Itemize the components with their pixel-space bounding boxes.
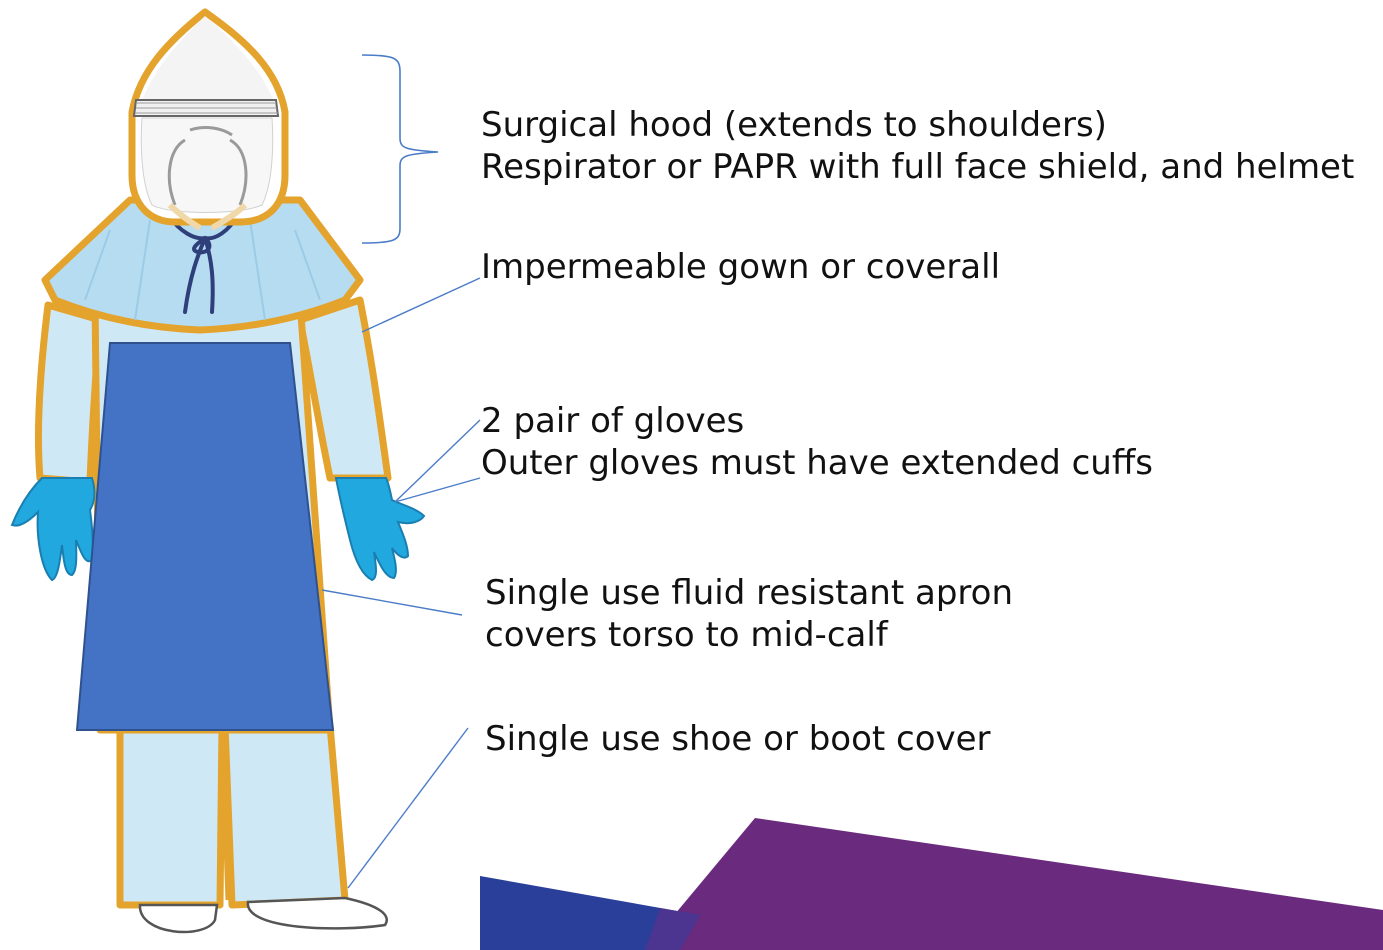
gown-label-line-1: Impermeable gown or coverall	[481, 246, 1000, 288]
apron-label: Single use fluid resistant apron covers …	[485, 572, 1013, 656]
hood-label: Surgical hood (extends to shoulders) Res…	[481, 104, 1354, 188]
gloves-label: 2 pair of gloves Outer gloves must have …	[481, 400, 1153, 484]
shoe-leader-line	[348, 728, 468, 888]
right-glove	[336, 478, 424, 580]
left-glove	[12, 478, 94, 580]
corner-decoration	[480, 818, 1383, 950]
hood-label-line-2: Respirator or PAPR with full face shield…	[481, 146, 1354, 188]
gown-leader-line	[362, 278, 480, 332]
corner-purple-band	[645, 818, 1383, 950]
apron	[77, 343, 333, 730]
shoe-label-line-1: Single use shoe or boot cover	[485, 718, 991, 760]
apron-label-line-1: Single use fluid resistant apron	[485, 572, 1013, 614]
right-shoe-cover	[248, 898, 387, 928]
left-sleeve	[38, 305, 100, 482]
left-leg	[120, 725, 222, 905]
apron-label-line-2: covers torso to mid-calf	[485, 614, 1013, 656]
ppe-figure	[12, 12, 424, 932]
apron-leader-line	[322, 590, 462, 615]
face-shield	[141, 118, 272, 213]
hood-label-line-1: Surgical hood (extends to shoulders)	[481, 104, 1354, 146]
right-leg	[225, 725, 345, 905]
left-shoe-cover	[140, 905, 217, 932]
gloves-label-line-1: 2 pair of gloves	[481, 400, 1153, 442]
hood-bracket-icon	[362, 55, 438, 243]
gown-label: Impermeable gown or coverall	[481, 246, 1000, 288]
gloves-label-line-2: Outer gloves must have extended cuffs	[481, 442, 1153, 484]
shoe-label: Single use shoe or boot cover	[485, 718, 991, 760]
